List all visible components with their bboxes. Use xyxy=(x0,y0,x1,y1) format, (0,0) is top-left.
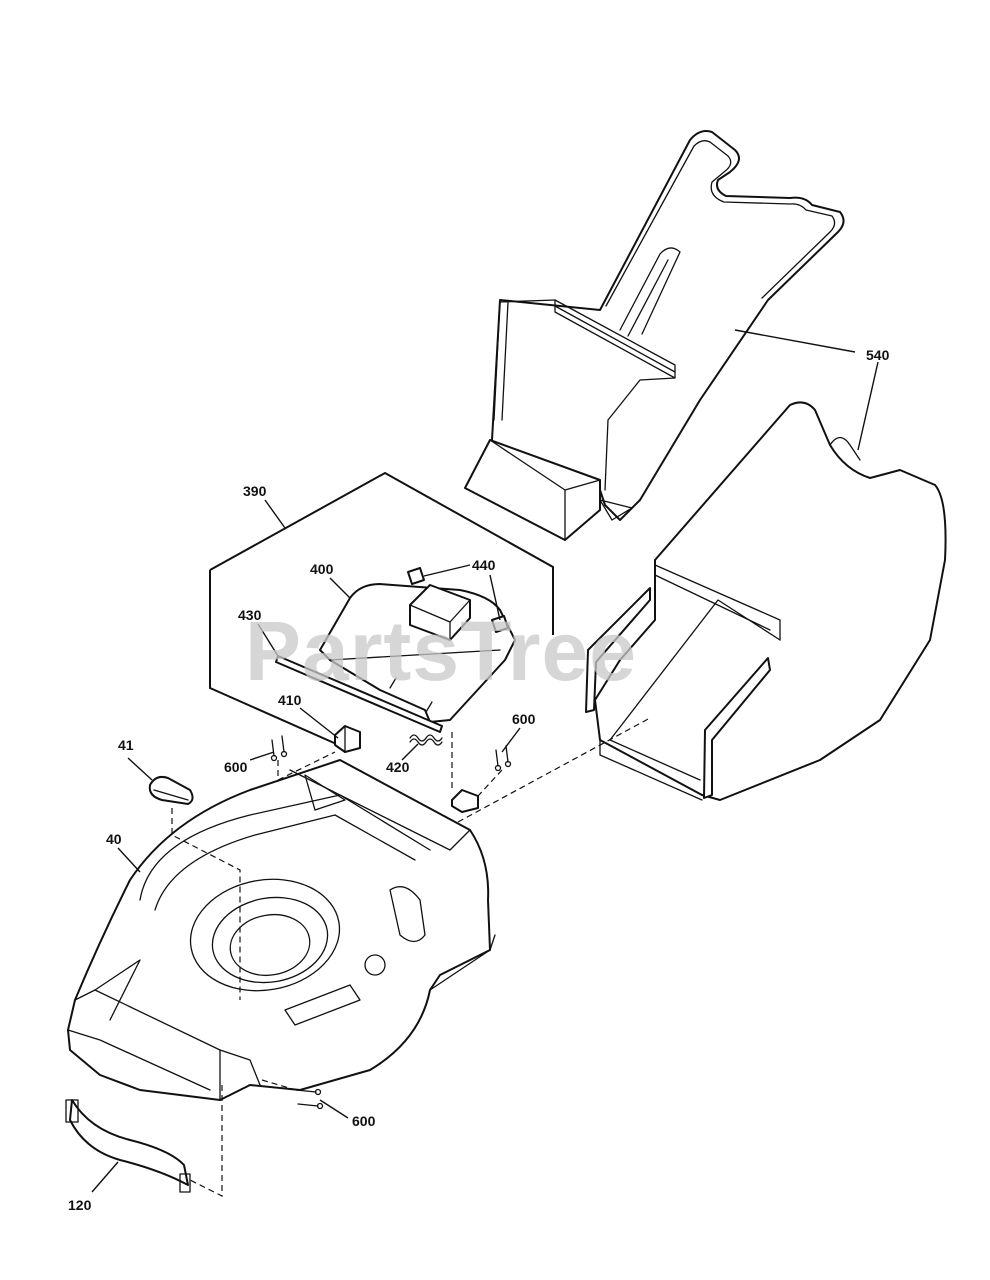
callout-600-lower: 600 xyxy=(352,1113,376,1129)
watermark: PartsTree xyxy=(245,604,637,698)
rear-door xyxy=(319,583,516,723)
callout-430: 430 xyxy=(238,607,262,623)
callout-600-left: 600 xyxy=(224,759,248,775)
hinge-bracket-right xyxy=(451,789,479,813)
leader-440b xyxy=(489,574,501,621)
leader-430 xyxy=(257,623,279,657)
callout-400: 400 xyxy=(310,561,334,577)
hinge-rod xyxy=(275,655,443,733)
assembly-line-plug xyxy=(171,808,241,1000)
rivets-lower xyxy=(295,1088,324,1110)
deck-baffle xyxy=(65,1099,191,1193)
callout-420: 420 xyxy=(386,759,410,775)
torsion-spring xyxy=(409,734,443,746)
leader-600b xyxy=(501,727,521,753)
leader-390 xyxy=(264,499,286,529)
assembly-line-rivets-left xyxy=(277,751,336,781)
callout-390: 390 xyxy=(243,483,267,499)
leader-420 xyxy=(401,743,419,761)
leader-540-bag xyxy=(857,361,879,451)
rivets-upper-right xyxy=(494,745,512,772)
leader-120 xyxy=(91,1161,119,1193)
kit-390-bracket-left xyxy=(209,570,351,751)
callout-440: 440 xyxy=(472,557,496,573)
leader-410 xyxy=(299,707,339,739)
callout-410: 410 xyxy=(278,692,302,708)
leader-40 xyxy=(117,847,141,873)
grass-bag-frame xyxy=(464,130,845,541)
callout-600-right: 600 xyxy=(512,711,536,727)
assembly-line-baffle xyxy=(189,1085,223,1197)
kit-390-bracket xyxy=(209,471,554,635)
assembly-line-rivets-right xyxy=(477,769,503,797)
callout-41: 41 xyxy=(118,737,134,753)
mower-deck xyxy=(67,759,496,1101)
leader-540-frame xyxy=(734,329,856,353)
leader-400 xyxy=(329,577,351,599)
callout-40: 40 xyxy=(106,831,122,847)
deck-plug xyxy=(148,775,194,805)
callout-540: 540 xyxy=(866,347,890,363)
leader-600c xyxy=(319,1099,349,1119)
assembly-line-bag xyxy=(457,717,651,823)
grass-bag xyxy=(585,401,947,801)
rivets-upper-left xyxy=(270,735,288,762)
leader-440a xyxy=(423,564,471,577)
leader-41 xyxy=(127,757,153,781)
hinge-bracket-left xyxy=(334,725,361,753)
callout-120: 120 xyxy=(68,1197,92,1213)
assembly-line-rivets-lower xyxy=(261,1079,297,1091)
door-clip-upper xyxy=(407,567,425,585)
leader-600a xyxy=(249,751,275,761)
